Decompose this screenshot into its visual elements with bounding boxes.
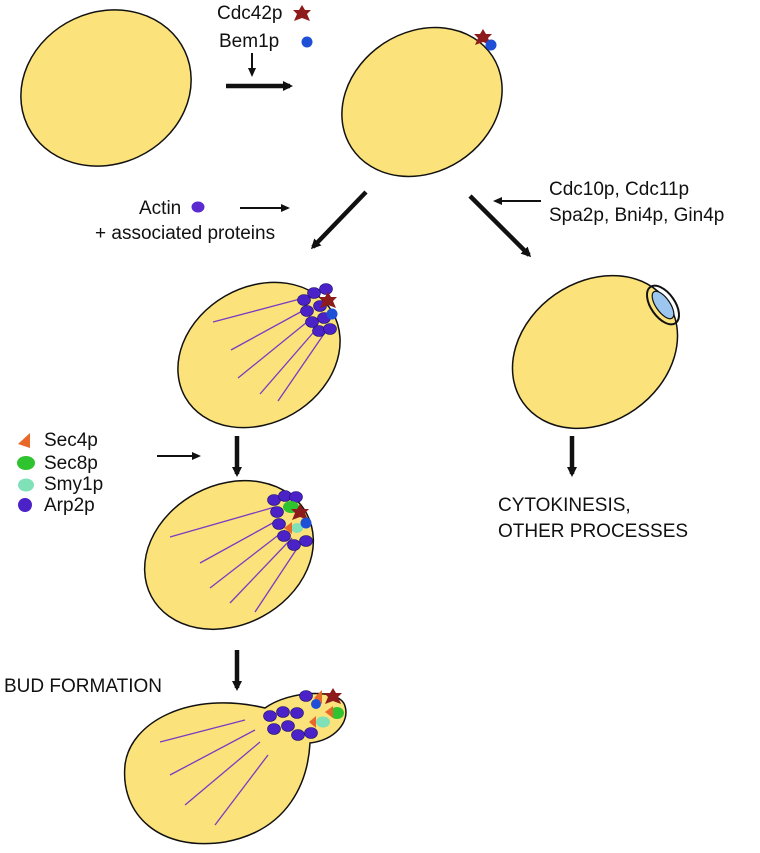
dot-icon bbox=[326, 308, 338, 320]
associated-proteins-label: + associated proteins bbox=[95, 223, 275, 244]
arrow-to-actin-patch bbox=[310, 190, 368, 250]
septin-ring bbox=[651, 290, 675, 320]
star-icon bbox=[324, 688, 342, 704]
bud-formation-label: BUD FORMATION bbox=[4, 676, 162, 697]
cell-septin-ring bbox=[511, 274, 680, 430]
dot-icon bbox=[18, 478, 34, 492]
bem1p-label: Bem1p bbox=[219, 31, 279, 52]
sec8p-label: Sec8p bbox=[44, 453, 98, 474]
dot-icon bbox=[18, 498, 32, 512]
cell-cdc42-localized bbox=[341, 26, 503, 178]
dot-icon bbox=[311, 699, 321, 709]
actin-label: Actin bbox=[139, 198, 181, 219]
cell-actin-patch bbox=[177, 281, 341, 429]
dot-icon bbox=[17, 456, 35, 470]
cytokinesis-label-1: CYTOKINESIS, bbox=[498, 495, 631, 516]
dot-icon bbox=[485, 39, 497, 51]
star-icon bbox=[293, 5, 311, 21]
arrow-to-septin-ring bbox=[468, 194, 532, 258]
cell-exocyst-recruitment bbox=[143, 479, 315, 631]
smy1p-label: Smy1p bbox=[44, 474, 103, 495]
septin-proteins-label-2: Spa2p, Bni4p, Gin4p bbox=[549, 205, 724, 226]
dot-icon bbox=[300, 517, 312, 529]
triangle-icon bbox=[18, 433, 30, 448]
dot-icon bbox=[191, 201, 205, 213]
sec4p-label: Sec4p bbox=[44, 430, 98, 451]
cell-budding bbox=[123, 688, 347, 845]
star-icon bbox=[319, 292, 337, 308]
star-icon bbox=[291, 504, 309, 520]
cell-unpolarized bbox=[20, 9, 192, 167]
septin-proteins-label-1: Cdc10p, Cdc11p bbox=[549, 179, 689, 200]
cdc42p-label: Cdc42p bbox=[217, 3, 283, 24]
arp2p-label: Arp2p bbox=[44, 495, 95, 516]
cytokinesis-label-2: OTHER PROCESSES bbox=[498, 521, 688, 542]
dot-icon bbox=[301, 36, 313, 48]
